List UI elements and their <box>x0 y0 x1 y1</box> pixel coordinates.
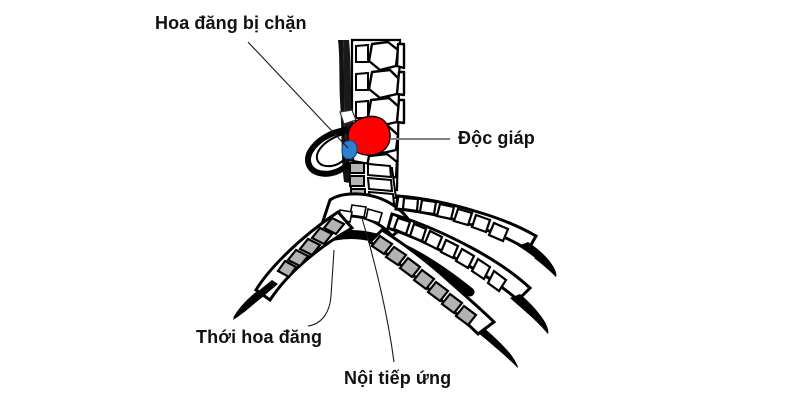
spur-socket-outline <box>305 127 349 177</box>
hoa-dang-patch <box>339 109 357 125</box>
middle-toe-scales <box>392 216 508 293</box>
leader-hoa-dang-bi-chan <box>247 41 349 149</box>
outer-toe-group <box>394 194 557 277</box>
outer-toe-claw-tip <box>534 256 556 277</box>
label-hoa-dang-bi-chan: Hoa đăng bị chặn <box>155 13 307 33</box>
spur-base-group <box>305 109 357 177</box>
junction-scales <box>337 204 383 225</box>
middle-toe-group <box>386 212 549 334</box>
leader-thoi-hoa-dang <box>307 249 335 327</box>
label-thoi-hoa-dang: Thới hoa đăng <box>196 327 323 347</box>
leader-lines <box>247 41 450 363</box>
tarsus-left-scales <box>355 43 369 119</box>
spur-socket-inner <box>315 133 347 168</box>
inner-toe-group <box>367 228 518 368</box>
inner-toe-scales <box>370 234 478 327</box>
hind-toe-scales <box>276 216 346 279</box>
outer-toe-scales <box>401 196 510 243</box>
outer-toe-claw <box>518 242 557 277</box>
hind-toe-claw-tip <box>233 292 262 318</box>
label-noi-tiep-ung: Nội tiếp ứng <box>344 368 452 388</box>
leader-noi-tiep-ung <box>361 217 395 363</box>
hind-toe-group <box>233 210 355 320</box>
inner-toe-claw-tip <box>494 344 518 368</box>
label-doc-giap: Độc giáp <box>458 128 535 148</box>
middle-toe-claw-tip <box>526 310 548 334</box>
